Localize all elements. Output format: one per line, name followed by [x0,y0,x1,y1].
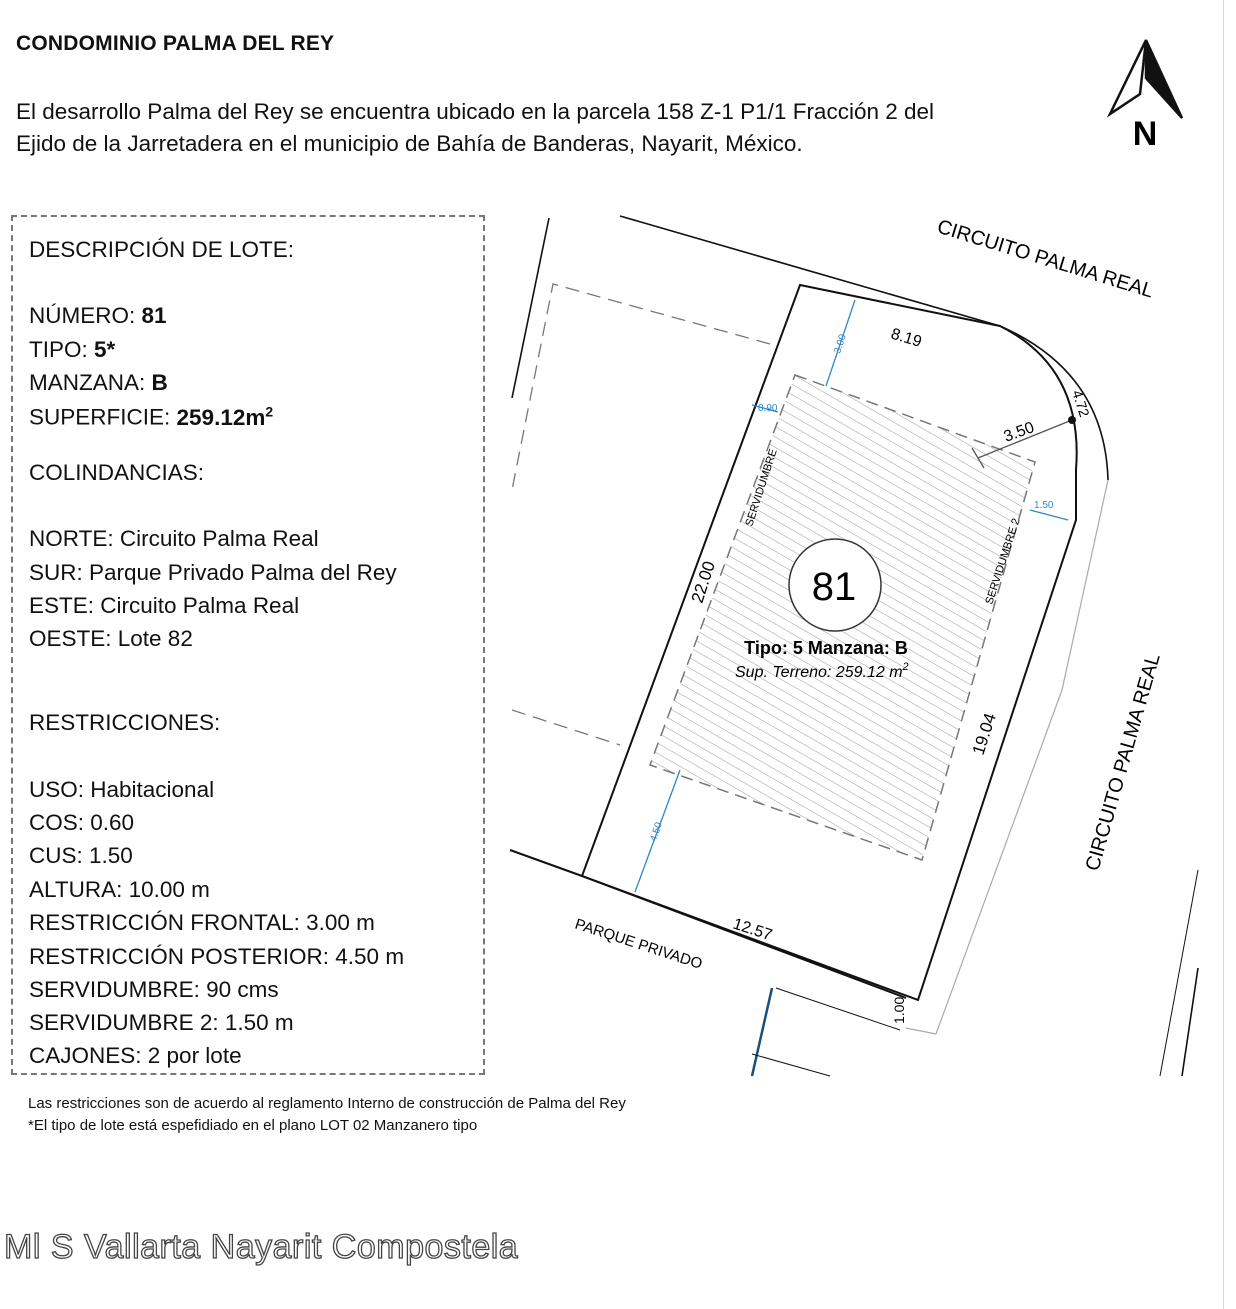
adjacent-lot-dashed [511,283,771,491]
footnote-2: *El tipo de lote está espefidiado en el … [28,1117,478,1134]
front-setback-dim [825,299,856,387]
lot-area-value: 259.12m2 [176,403,274,430]
restriction-cos: COS: 0.60 [29,810,135,835]
restriction-cus: CUS: 1.50 [29,843,133,868]
context-light-lines [905,479,1109,1035]
lot-number-label: 81 [812,565,857,609]
lot-block-value: B [151,370,168,395]
page-right-border [1223,0,1224,1309]
lot-boundary [580,283,1078,1002]
lot-type-value: 5* [94,337,116,362]
park-label: PARQUE PRIVADO [573,916,705,973]
radius-dim [977,419,1073,459]
street-east-label: CIRCUITO PALMA REAL [1082,651,1165,873]
document-title: CONDOMINIO PALMA DEL REY [16,32,335,55]
lot-type-label: TIPO: [29,337,95,362]
lot-block-row: MANZANA: B [29,370,168,396]
restriction-easement-2: SERVIDUMBRE 2: 1.50 m [29,1010,294,1035]
lot-area-label: Sup. Terreno: 259.12 m2 [735,661,909,681]
lot-area-row: SUPERFICIE: 259.12m2 [29,403,273,431]
radius-center-tick [971,447,985,469]
radius-point [1068,416,1076,424]
small-dim-label: 1.00 [891,997,907,1024]
east-length-label: 19.04 [969,711,1000,757]
restriction-rear: RESTRICCIÓN POSTERIOR: 4.50 m [29,944,405,969]
boundary-west: OESTE: Lote 82 [29,626,193,651]
lot-area-text: Sup. Terreno: 259.12 m [735,664,903,681]
lower-lot-line [775,987,901,1031]
lot-area-unit-exponent: 2 [265,403,274,419]
rear-setback-label: 4.50 [648,821,665,843]
front-length-label: 8.19 [889,326,924,351]
footnotes: Las restricciones son de acuerdo al regl… [28,1093,626,1137]
dimension-lines [634,299,1069,893]
restriction-parking: CAJONES: 2 por lote [29,1043,242,1068]
front-setback-label: 3.00 [832,333,849,355]
easement-width-label: 0.90 [758,403,778,414]
lot-south-edge [581,875,907,999]
lot-area-label: SUPERFICIE: [29,404,177,430]
far-east-edge-2 [1181,967,1199,1077]
lot-number-circle [788,538,882,632]
intro-line-2: Ejido de la Jarretadera en el municipio … [16,131,803,156]
lower-structure-edge [750,987,774,1077]
footnote-1: Las restricciones son de acuerdo al regl… [28,1095,626,1112]
lot-description-box: DESCRIPCIÓN DE LOTE: NÚMERO: 81 TIPO: 5*… [11,215,485,1075]
restrictions-heading: RESTRICCIONES: [29,710,221,735]
watermark: Ml S Vallarta Nayarit Compostela [3,1227,519,1266]
street-east-outer-1 [1061,479,1109,691]
restriction-front: RESTRICCIÓN FRONTAL: 3.00 m [29,910,375,935]
street-east-outer-3 [905,1027,937,1035]
lot-area-exponent: 2 [902,661,909,673]
lot-number-value: 81 [141,303,167,328]
boundary-east: ESTE: Circuito Palma Real [29,593,300,618]
far-east-edge-1 [1159,869,1199,1077]
easement-2-width-label: 1.50 [1034,500,1054,511]
north-label: N [1133,115,1158,153]
lot-number-label: NÚMERO: [29,303,142,328]
intro-paragraph: El desarrollo Palma del Rey se encuentra… [16,96,1076,160]
lot-block-label: MANZANA: [29,370,152,395]
restriction-easement: SERVIDUMBRE: 90 cms [29,977,279,1002]
street-north-edge [619,215,1001,327]
lot-type-row: TIPO: 5* [29,337,115,363]
easement-2-dim [1029,509,1069,521]
radius-line [971,419,1073,469]
park-edge-west [509,849,583,877]
north-arrow-right-half [1144,39,1184,119]
restriction-use: USO: Habitacional [29,777,215,802]
boundaries-heading: COLINDANCIAS: [29,460,205,485]
lot-area-number: 259.12m [176,404,266,430]
easement-dim [751,404,779,413]
boundary-north: NORTE: Circuito Palma Real [29,526,319,551]
adjacent-lot-edge [511,217,550,399]
adjacent-lot-setbacks [511,283,771,746]
street-east-outer-2 [935,689,1063,1035]
restriction-height: ALTURA: 10.00 m [29,877,210,902]
lot-type-label: Tipo: 5 Manzana: B [744,638,908,658]
adjacent-lot-dashed-2 [511,709,621,746]
intro-line-1: El desarrollo Palma del Rey se encuentra… [16,99,935,124]
rear-setback-dim [634,769,681,893]
lower-structure-line [751,1053,831,1077]
boundary-south: SUR: Parque Privado Palma del Rey [29,560,397,585]
context-lines [511,215,1199,1077]
north-arrow-icon: N [1106,39,1184,153]
street-corner-curve [999,325,1109,481]
lot-number-row: NÚMERO: 81 [29,303,167,329]
north-arrow-left-half [1106,39,1148,118]
street-north-label: CIRCUITO PALMA REAL [935,216,1156,303]
lot-description-heading: DESCRIPCIÓN DE LOTE: [29,237,295,262]
